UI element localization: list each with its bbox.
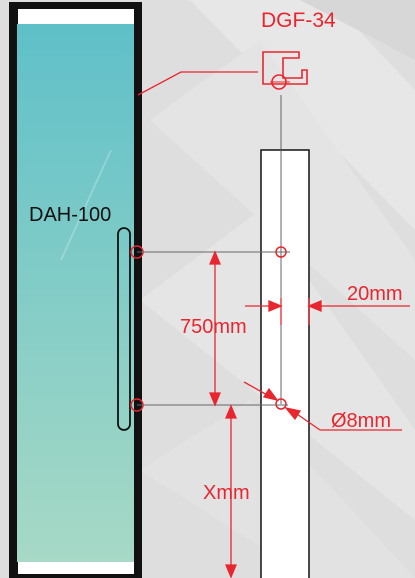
spacing-label: 750mm bbox=[180, 316, 247, 338]
hole-diameter-leader bbox=[243, 381, 402, 431]
profile-leader-line bbox=[137, 71, 258, 96]
bottom-hole-marker bbox=[275, 398, 287, 410]
edge-distance-dimension bbox=[245, 298, 410, 325]
profile-code-label: DGF-34 bbox=[261, 9, 336, 32]
glass-panel bbox=[17, 24, 134, 562]
profile-side-view bbox=[260, 95, 310, 578]
glass-reflection bbox=[60, 150, 112, 260]
edge-distance-label: 20mm bbox=[347, 283, 403, 305]
profile-cross-section-icon bbox=[262, 51, 308, 90]
floor-height-label: Xmm bbox=[203, 482, 250, 504]
handle-code-label: DAH-100 bbox=[29, 204, 111, 226]
glass-door bbox=[9, 2, 142, 578]
hole-diameter-label: Ø8mm bbox=[331, 410, 391, 432]
top-rail bbox=[18, 9, 134, 24]
spacing-dimension bbox=[209, 250, 221, 407]
bottom-rail bbox=[18, 562, 134, 574]
floor-height-dimension bbox=[225, 404, 237, 578]
projection-lines bbox=[137, 251, 290, 406]
